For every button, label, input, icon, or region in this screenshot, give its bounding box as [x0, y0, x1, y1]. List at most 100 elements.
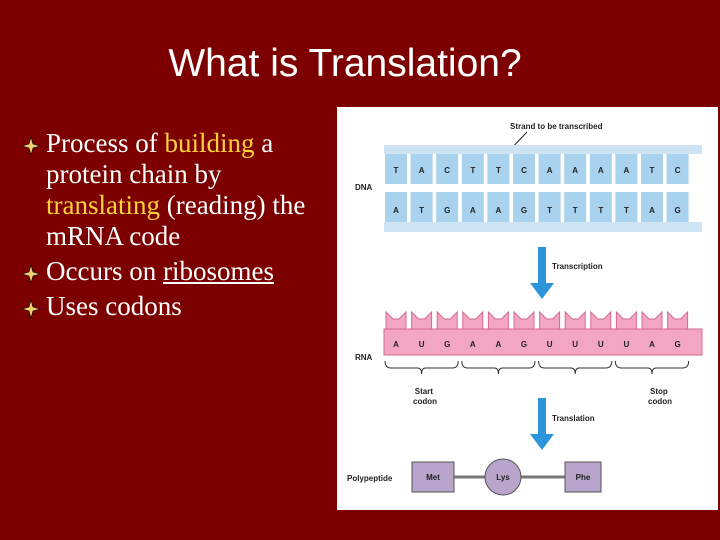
- dna-bottom-nucleotide: [641, 192, 663, 222]
- codon-brace: [461, 360, 536, 375]
- dna-bottom-base: G: [521, 206, 527, 215]
- dna-bottom-base: A: [393, 206, 399, 215]
- polypeptide-label: Polypeptide: [347, 474, 393, 483]
- rna-base: U: [572, 340, 578, 349]
- start-codon-label: Start codon: [413, 387, 437, 406]
- dna-bottom-backbone: [384, 222, 702, 232]
- bullet-text: RNA: [67, 221, 123, 251]
- rna-base: A: [649, 340, 655, 349]
- dna-top-nucleotide: [589, 154, 612, 184]
- codon-brace: [614, 360, 690, 375]
- bullet-text: a protein chain by: [46, 128, 274, 189]
- dna-label: DNA: [355, 183, 373, 192]
- codon-brace: [538, 360, 613, 375]
- dna-top-base: C: [444, 166, 450, 175]
- dna-bottom-base: G: [444, 206, 450, 215]
- rna-nucleotide: [590, 310, 612, 330]
- bullet-list: Process of building a protein chain by t…: [22, 128, 322, 326]
- transcription-label: Transcription: [552, 262, 603, 271]
- transcription-arrow-shaft: [538, 247, 546, 285]
- dna-top-backbone: [384, 145, 702, 154]
- dna-bottom-base: T: [419, 206, 424, 215]
- stop-codon-label: Stop codon: [648, 387, 672, 406]
- dna-top-nucleotide: [410, 154, 433, 184]
- dna-bottom-nucleotide: [513, 192, 535, 222]
- rna-base: G: [444, 340, 450, 349]
- dna-bottom-nucleotide: [589, 192, 612, 222]
- translation-arrow-head: [530, 434, 554, 450]
- amino-acid-label: Met: [426, 473, 440, 482]
- rna-base: G: [521, 340, 527, 349]
- dna-bottom-nucleotide: [436, 192, 459, 222]
- dna-top-nucleotide: [641, 154, 663, 184]
- rna-base: G: [674, 340, 680, 349]
- rna-nucleotide: [462, 310, 484, 330]
- rna-backbone: [383, 328, 703, 356]
- dna-top-base: A: [598, 166, 604, 175]
- transcription-arrow-head: [530, 283, 554, 299]
- dna-bottom-nucleotide: [487, 192, 510, 222]
- bullet-codons: Uses codons: [22, 291, 322, 322]
- dna-top-base: C: [675, 166, 681, 175]
- dna-top-base: T: [650, 166, 655, 175]
- dna-top-nucleotide: [615, 154, 638, 184]
- amino-acid-phe: [564, 461, 602, 493]
- dna-bottom-nucleotide: [385, 192, 407, 222]
- dna-top-nucleotide: [513, 154, 535, 184]
- bullet-text: Uses codons: [46, 291, 182, 321]
- rna-nucleotide: [667, 310, 689, 330]
- amino-acid-met: [411, 461, 455, 493]
- rna-base: A: [496, 340, 502, 349]
- bullet-text: code: [122, 221, 181, 251]
- translation-label: Translation: [552, 414, 595, 423]
- dna-bottom-base: G: [674, 206, 680, 215]
- dna-top-nucleotide: [538, 154, 561, 184]
- dna-top-nucleotide: [461, 154, 484, 184]
- dna-bottom-base: A: [496, 206, 502, 215]
- rna-nucleotide: [487, 310, 509, 330]
- rna-nucleotide: [564, 310, 586, 330]
- dna-top-base: T: [496, 166, 501, 175]
- diamond-bullet-icon: [22, 137, 40, 155]
- dna-bottom-nucleotide: [410, 192, 433, 222]
- bullet-translation-definition: Process of building a protein chain by t…: [22, 128, 322, 252]
- dna-top-base: A: [624, 166, 630, 175]
- dna-top-nucleotide: [564, 154, 587, 184]
- amino-acid-label: Phe: [576, 473, 591, 482]
- dna-bottom-base: T: [547, 206, 552, 215]
- dna-bottom-nucleotide: [615, 192, 638, 222]
- rna-base: A: [470, 340, 476, 349]
- dna-bottom-base: A: [470, 206, 476, 215]
- rna-base: U: [598, 340, 604, 349]
- dna-bottom-nucleotide: [666, 192, 689, 222]
- amino-acid-label: Lys: [496, 473, 510, 482]
- dna-top-base: C: [521, 166, 527, 175]
- dna-bottom-nucleotide: [538, 192, 561, 222]
- strand-label: Strand to be transcribed: [510, 122, 603, 131]
- dna-top-base: A: [419, 166, 425, 175]
- dna-top-nucleotide: [385, 154, 407, 184]
- translation-diagram: Strand to be transcribed DNA Transcripti…: [337, 107, 718, 510]
- amino-acid-lys: [484, 458, 522, 496]
- bullet-ribosomes: Occurs on ribosomes: [22, 256, 322, 287]
- dna-bottom-nucleotide: [461, 192, 484, 222]
- diamond-bullet-icon: [22, 265, 40, 283]
- rna-nucleotide: [385, 310, 407, 330]
- dna-top-base: T: [470, 166, 475, 175]
- rna-nucleotide: [513, 310, 535, 330]
- rna-base: U: [419, 340, 425, 349]
- dna-top-nucleotide: [487, 154, 510, 184]
- keyword-ribosomes: ribosomes: [162, 256, 274, 286]
- bullet-text: (reading) the m: [46, 190, 306, 251]
- dna-top-base: T: [394, 166, 399, 175]
- dna-bottom-nucleotide: [564, 192, 587, 222]
- codon-brace: [384, 360, 459, 375]
- dna-top-nucleotide: [436, 154, 459, 184]
- diamond-bullet-icon: [22, 300, 40, 318]
- rna-nucleotide: [539, 310, 561, 330]
- rna-nucleotide: [411, 310, 433, 330]
- keyword-translating: translating: [46, 190, 160, 220]
- rna-base: U: [547, 340, 553, 349]
- dna-top-base: A: [572, 166, 578, 175]
- translation-arrow-shaft: [538, 398, 546, 436]
